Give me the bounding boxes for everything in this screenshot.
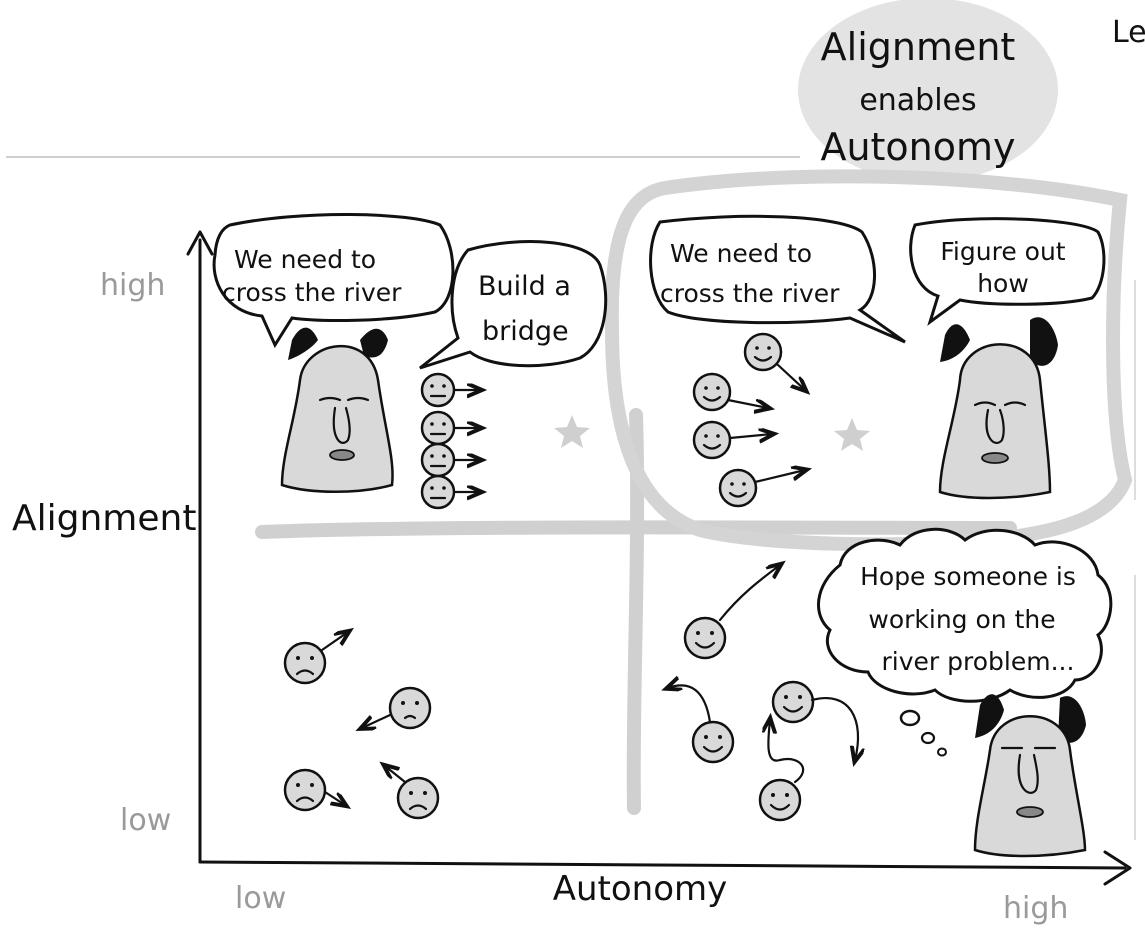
bottom-right-face-1: [683, 565, 780, 660]
y-axis-label: Alignment: [12, 498, 196, 539]
top-left-team-speech-bubble: [419, 240, 608, 370]
bottom-right-face-4: [758, 720, 805, 822]
top-right-leader-speech-bubble: [649, 214, 906, 344]
top-right-team-face-1: [743, 332, 805, 390]
y-high-label: high: [100, 268, 165, 303]
top-left-leader-figure: [280, 327, 394, 493]
top-left-team-face-2: [420, 410, 480, 446]
axes: [186, 230, 1132, 886]
banner-title: Alignment enables Autonomy: [798, 0, 1058, 182]
bottom-right-leader-figure: [973, 694, 1087, 858]
banner-title-line2: enables: [859, 83, 976, 118]
top-right-team-face-3: [692, 420, 772, 460]
top-right-team-speech-bubble: [909, 217, 1106, 326]
horizontal-divider: [255, 520, 1017, 539]
bottom-right-face-2: [668, 685, 735, 764]
bottom-right-thought-line1: Hope someone is: [860, 562, 1076, 591]
banner-title-line1: Alignment: [821, 25, 1016, 69]
y-low-label: low: [120, 803, 171, 838]
x-axis-label: Autonomy: [553, 869, 728, 909]
bottom-left-face-1: [283, 632, 348, 685]
bottom-left-face-2: [362, 686, 432, 728]
top-left-team-speech-line2: bridge: [482, 316, 569, 347]
top-right-team-face-4: [718, 470, 805, 508]
bottom-right-thought-line3: river problem...: [882, 647, 1075, 676]
top-left-leader-speech-line1: We need to: [234, 245, 376, 274]
top-left-team-face-3: [420, 442, 480, 478]
top-right-team-speech-line2: how: [977, 269, 1029, 298]
top-left-team-face-4: [420, 474, 480, 510]
top-right-team-face-2: [692, 372, 768, 410]
top-right-star-icon: [834, 418, 870, 451]
top-right-leader-speech-line1: We need to: [670, 239, 812, 268]
top-left-star-icon: [554, 415, 590, 448]
top-left-team-face-1: [420, 372, 480, 408]
bottom-left-face-3: [283, 768, 345, 812]
x-high-label: high: [1003, 891, 1068, 926]
bottom-right-thought-line2: working on the: [868, 605, 1055, 634]
x-low-label: low: [235, 881, 286, 916]
banner-title-line3: Autonomy: [820, 125, 1015, 169]
bottom-left-face-4: [385, 766, 440, 820]
bottom-right-face-3: [771, 680, 858, 760]
top-right-leader-figure: [938, 317, 1058, 500]
top-left-leader-speech-line2: cross the river: [222, 278, 402, 307]
bottom-left-quadrant: [283, 632, 440, 820]
top-right-quadrant: We need to cross the river Figure out ho…: [649, 214, 1106, 508]
top-left-quadrant: We need to cross the river Build a bridg…: [212, 212, 608, 510]
bottom-right-quadrant: Hope someone is working on the river pro…: [668, 527, 1113, 858]
corner-text: Le: [1112, 15, 1145, 50]
top-right-leader-speech-line2: cross the river: [660, 279, 840, 308]
top-right-team-speech-line1: Figure out: [940, 237, 1065, 266]
top-left-leader-speech-bubble: [212, 212, 455, 349]
bottom-right-thought-cloud: [817, 527, 1113, 703]
top-left-team-speech-line1: Build a: [478, 271, 571, 302]
